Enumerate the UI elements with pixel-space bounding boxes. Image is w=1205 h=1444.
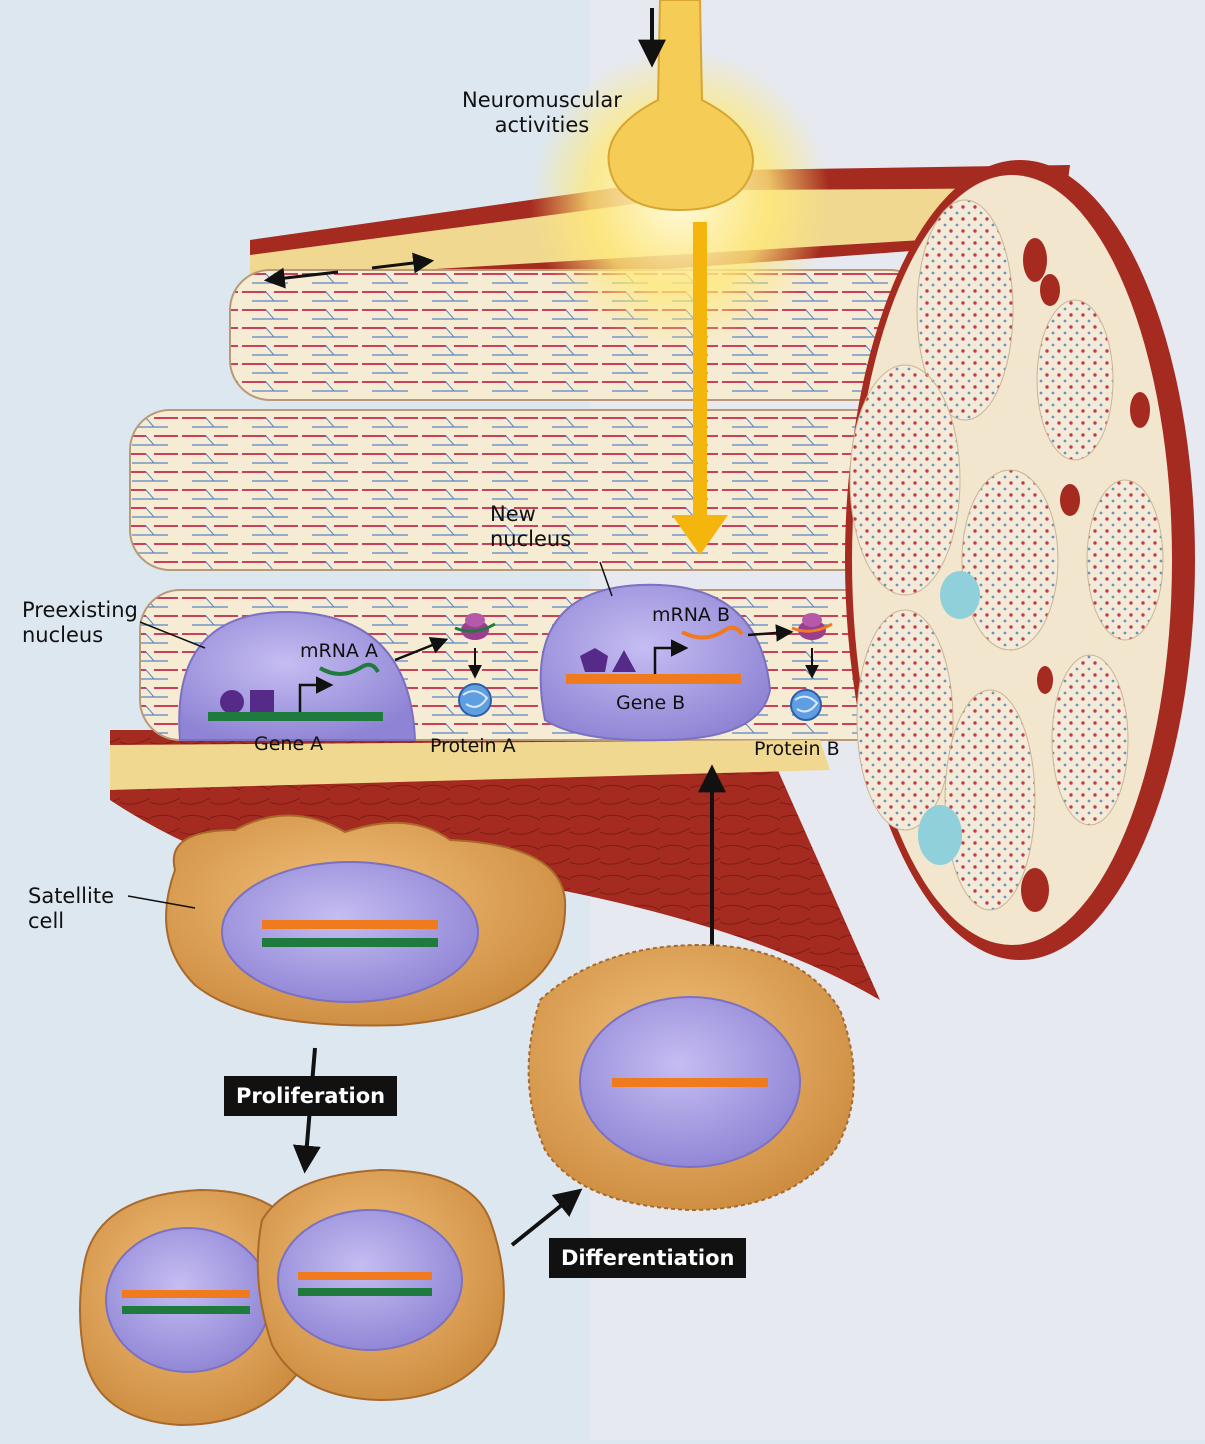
transcription-factor-square-a bbox=[250, 690, 274, 714]
label-preexisting-nucleus: Preexisting nucleus bbox=[22, 598, 138, 648]
label-neuromuscular-line1: Neuromuscular activities bbox=[462, 88, 622, 138]
label-protein-a: Protein A bbox=[430, 735, 516, 758]
label-mrna-b: mRNA B bbox=[652, 604, 730, 627]
daughter-2-gene-orange bbox=[298, 1272, 432, 1280]
label-satellite-wrap: Satellite cell bbox=[28, 884, 114, 934]
protein-b-icon bbox=[791, 690, 821, 720]
label-mrna-a: mRNA A bbox=[300, 640, 378, 663]
satellite-cell-nucleus bbox=[222, 862, 478, 1002]
daughter-2-gene-green bbox=[298, 1288, 432, 1296]
label-new-nucleus-wrap: New nucleus bbox=[490, 502, 571, 552]
daughter-1-gene-orange bbox=[122, 1290, 250, 1298]
label-neuromuscular: Neuromuscular activities bbox=[462, 88, 622, 138]
label-gene-a: Gene A bbox=[254, 733, 323, 756]
protein-a-icon bbox=[459, 684, 491, 716]
satellite-gene-green bbox=[262, 938, 438, 947]
transcription-factor-circle-a bbox=[220, 690, 244, 714]
label-protein-b: Protein B bbox=[754, 738, 840, 761]
label-new-nucleus: New nucleus bbox=[490, 502, 571, 552]
daughter-1-gene-green bbox=[122, 1306, 250, 1314]
gene-a-dna bbox=[208, 712, 383, 721]
gene-b-dna bbox=[566, 674, 741, 684]
label-differentiation: Differentiation bbox=[549, 1238, 746, 1278]
satellite-gene-orange bbox=[262, 920, 438, 929]
differentiating-gene bbox=[612, 1078, 768, 1087]
label-preexisting-wrap: Preexisting nucleus bbox=[22, 598, 138, 648]
daughter-cell-1-nucleus bbox=[106, 1228, 270, 1372]
label-gene-b: Gene B bbox=[616, 692, 685, 715]
label-satellite-cell: Satellite cell bbox=[28, 884, 114, 934]
label-proliferation: Proliferation bbox=[224, 1076, 397, 1116]
